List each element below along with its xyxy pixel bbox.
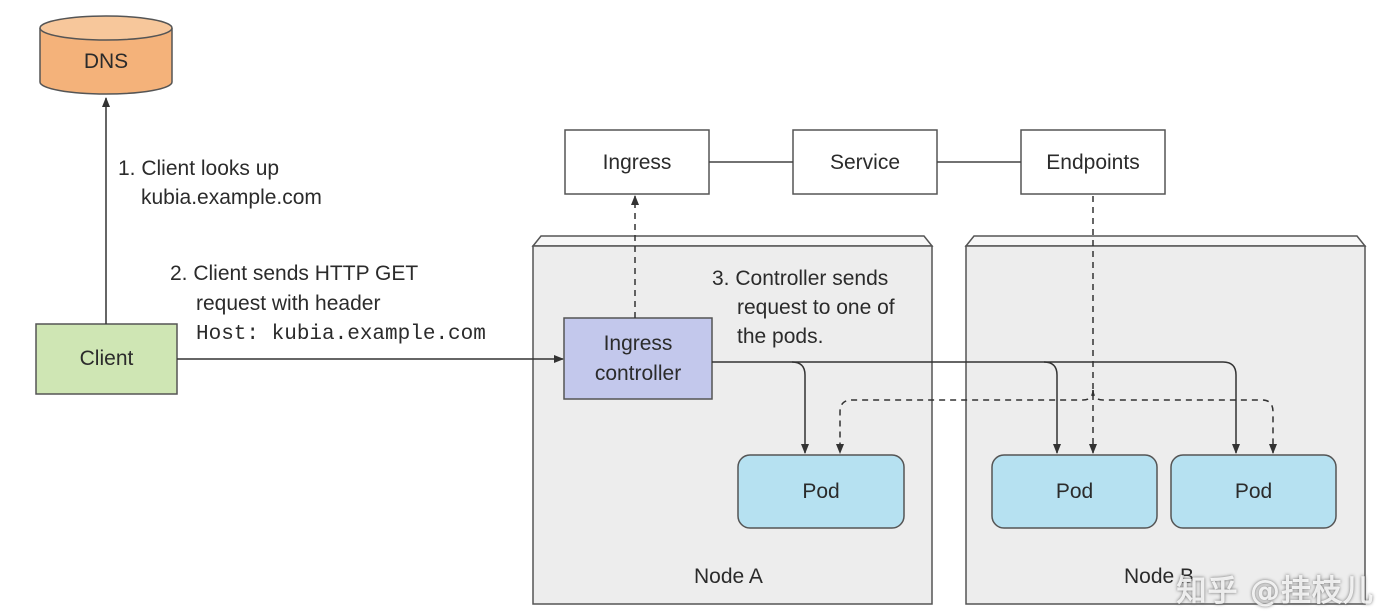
step-3-line-1: 3. Controller sends <box>712 267 889 290</box>
pod-3-box <box>1170 454 1337 529</box>
step-2-line-2: request with header <box>196 292 381 315</box>
pod-3-label: Pod <box>1234 480 1273 503</box>
node-a-label: Node A <box>694 565 763 588</box>
step-2-host-header: Host: kubia.example.com <box>196 323 486 346</box>
step-2-line-1: 2. Client sends HTTP GET <box>170 262 419 285</box>
controller-to-pod-3-arrow <box>1044 361 1240 454</box>
node-a-box <box>531 235 934 605</box>
ingress-label: Ingress <box>602 151 672 174</box>
watermark: 知乎 @挂枝儿 <box>1176 574 1374 609</box>
client-label: Client <box>79 347 134 370</box>
ingress-controller-label-line1: Ingress <box>603 332 673 355</box>
step-3-line-2: request to one of <box>737 296 895 319</box>
pod-1-box <box>737 454 905 529</box>
ingress-controller-label-line2: controller <box>594 362 682 385</box>
dns-label: DNS <box>83 50 129 73</box>
endpoints-to-pods-dashed-arrows <box>836 196 1277 454</box>
step-1-line-2: kubia.example.com <box>141 186 322 209</box>
endpoints-box <box>1020 129 1166 195</box>
pod-1-label: Pod <box>802 480 840 503</box>
service-label: Service <box>829 151 901 174</box>
ingress-controller-box <box>563 317 713 400</box>
pod-2-label: Pod <box>1055 480 1094 503</box>
service-box <box>792 129 938 195</box>
node-b-box <box>964 235 1367 605</box>
endpoints-label: Endpoints <box>1046 151 1140 174</box>
pod-2-box <box>991 454 1158 529</box>
step-1-line-1: 1. Client looks up <box>118 157 280 180</box>
node-b-label: Node B <box>1124 565 1195 588</box>
dns-cylinder <box>39 15 173 95</box>
step-3-line-3: the pods. <box>737 325 824 348</box>
ingress-box <box>564 129 710 195</box>
